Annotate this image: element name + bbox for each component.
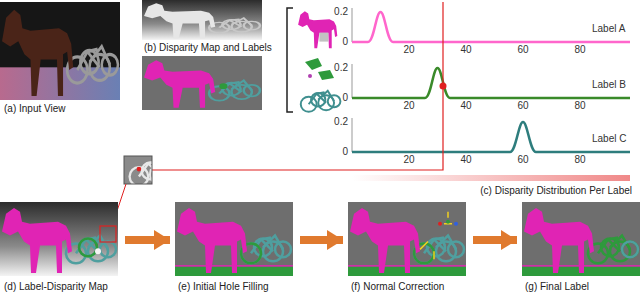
input-photo	[0, 2, 120, 100]
process-arrow	[473, 236, 517, 244]
axis-tick: 0.2	[334, 116, 348, 128]
axis-tick: 40	[460, 100, 471, 112]
bracket	[287, 8, 293, 112]
panel-caption: (f) Normal Correction	[351, 281, 444, 293]
series-label: Label C	[592, 133, 626, 145]
figure-panel: (a) Input View	[0, 0, 120, 116]
process-arrow	[125, 236, 170, 244]
panel-caption: (b) Disparity Map and Labels	[144, 42, 272, 54]
series-label: Label B	[592, 79, 626, 91]
panel-caption: (a) Input View	[4, 103, 66, 115]
panel-caption: (g) Final Label	[525, 281, 589, 293]
label-thumbnail	[298, 11, 337, 48]
axis-tick: 0.2	[334, 6, 348, 18]
figure-panel: (c) Disparity Distribution Per Label	[330, 0, 636, 200]
axis-tick: 80	[574, 100, 585, 112]
axis-tick: 40	[460, 44, 471, 56]
hole-filling-map	[175, 202, 293, 276]
axis-tick: 80	[574, 44, 585, 56]
inset-frame	[124, 156, 152, 184]
leader-line	[152, 2, 443, 170]
sample-dot	[440, 83, 447, 90]
axis-tick: 80	[574, 154, 585, 166]
process-arrow	[300, 236, 343, 244]
zoom-box	[100, 226, 116, 242]
figure-panel: (e) Initial Hole Filling	[175, 202, 295, 296]
axis-tick: 0	[342, 146, 348, 158]
axis-tick: 60	[517, 154, 528, 166]
figure-panel: (b) Disparity Map and Labels	[142, 0, 276, 112]
axis-tick: 20	[403, 44, 414, 56]
normal-correction-map	[348, 202, 466, 276]
axis-tick: 20	[403, 154, 414, 166]
figure-panel: (f) Normal Correction	[348, 202, 468, 296]
final-label-map	[522, 202, 640, 276]
figure-panel: (g) Final Label	[522, 202, 636, 296]
axis-tick: 0	[342, 92, 348, 104]
label-thumbnail	[305, 58, 334, 80]
panel-caption: (c) Disparity Distribution Per Label	[480, 185, 632, 197]
figure-panel: (d) Label-Disparity Map	[0, 202, 120, 296]
label-thumbnail	[301, 91, 341, 112]
panel-caption: (e) Initial Hole Filling	[178, 281, 269, 293]
axis-tick: 60	[517, 44, 528, 56]
axis-tick: 20	[403, 100, 414, 112]
axis-tick: 0.2	[334, 62, 348, 74]
axis-tick: 0	[342, 36, 348, 48]
axis-tick: 40	[460, 154, 471, 166]
series-label: Label A	[592, 23, 625, 35]
label-map	[142, 56, 262, 110]
panel-caption: (d) Label-Disparity Map	[4, 281, 108, 293]
distribution-chart	[352, 8, 630, 181]
zoom-inset	[124, 156, 176, 186]
disparity-map	[142, 0, 262, 40]
label-disparity-map	[0, 202, 118, 276]
axis-tick: 60	[517, 100, 528, 112]
